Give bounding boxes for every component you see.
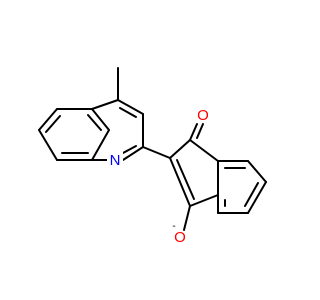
quinoline-benzo-ring	[38, 108, 110, 161]
carbonyl-oxygen-label: O	[197, 107, 209, 124]
atom-n: N	[107, 152, 123, 169]
linking-bond	[142, 146, 171, 159]
atom-o-oxide: O -	[172, 221, 186, 246]
indenone-five-ring	[169, 139, 219, 207]
negative-charge: -	[172, 221, 175, 232]
indenone-benzene-ring	[217, 160, 267, 214]
nitrogen-label: N	[110, 152, 121, 169]
quinoline-pyridine-ring	[91, 99, 144, 161]
oxide-oxygen-label: O	[174, 229, 186, 246]
atom-o-carbonyl: O	[197, 107, 209, 124]
oxide-bond	[183, 205, 191, 231]
carbonyl-bond	[189, 123, 204, 141]
molecule-structure-diagram: N O O -	[38, 67, 267, 246]
